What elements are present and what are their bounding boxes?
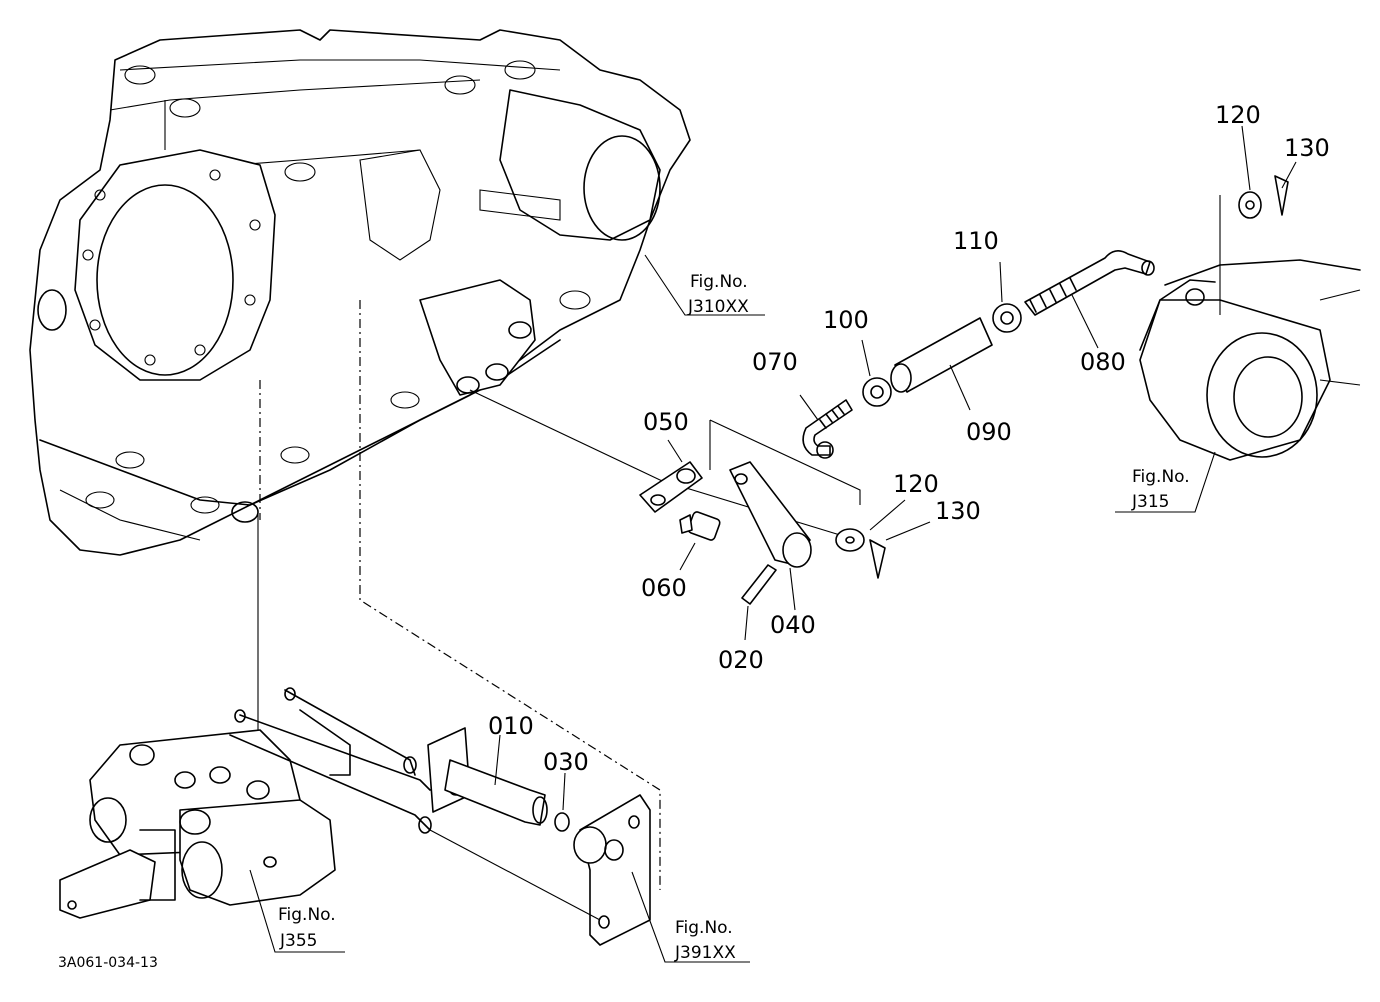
part-120-washer-lower [835, 499, 906, 552]
part-020-pin [741, 564, 777, 641]
label-030: 030 [543, 748, 589, 776]
part-120-washer-upper [1238, 125, 1262, 219]
label-010: 010 [488, 712, 534, 740]
lift-arm-assembly: Fig.No. J315 [1115, 195, 1361, 513]
label-130-lower: 130 [935, 497, 981, 525]
part-010-shaft [427, 727, 548, 826]
fig-j310-line1: Fig.No. [690, 272, 748, 292]
label-120-lower: 120 [893, 470, 939, 498]
label-100: 100 [823, 306, 869, 334]
part-110-nut [992, 261, 1022, 333]
part-080-rod [1024, 250, 1155, 349]
label-020: 020 [718, 646, 764, 674]
part-130-cotter-lower [869, 521, 931, 579]
drawing-code: 3A061-034-13 [58, 955, 158, 971]
fig-j391-line1: Fig.No. [675, 918, 733, 938]
part-090-tube [890, 317, 993, 411]
label-040: 040 [770, 611, 816, 639]
part-070-rod [799, 394, 853, 459]
fig-j310-line2: J310XX [687, 297, 749, 317]
transmission-housing [29, 29, 691, 556]
label-090: 090 [966, 418, 1012, 446]
fig-j315-line1: Fig.No. [1132, 467, 1190, 487]
part-labels: 010 020 030 040 050 060 070 080 090 100 … [488, 101, 1330, 776]
bracket-j391xx: Fig.No. J391XX [429, 794, 750, 963]
label-120-upper: 120 [1215, 101, 1261, 129]
fig-j355-line1: Fig.No. [278, 905, 336, 925]
part-030-oring [554, 772, 570, 832]
control-valve: Fig.No. J355 [59, 687, 432, 953]
fig-ref-j310xx: Fig.No. J310XX [644, 254, 765, 317]
fig-j391-line2: J391XX [674, 943, 736, 963]
label-070: 070 [752, 348, 798, 376]
bracket-outline [709, 419, 861, 505]
part-040-arm [729, 461, 812, 611]
fig-j315-line2: J315 [1131, 492, 1169, 512]
label-060: 060 [641, 574, 687, 602]
part-130-cotter-upper [1274, 161, 1297, 216]
label-080: 080 [1080, 348, 1126, 376]
part-100-nut [861, 339, 892, 407]
part-060-bolt [679, 511, 721, 571]
label-110: 110 [953, 227, 999, 255]
label-050: 050 [643, 408, 689, 436]
fig-j355-line2: J355 [279, 931, 317, 951]
part-050-plate [639, 439, 703, 513]
label-130-upper: 130 [1284, 134, 1330, 162]
